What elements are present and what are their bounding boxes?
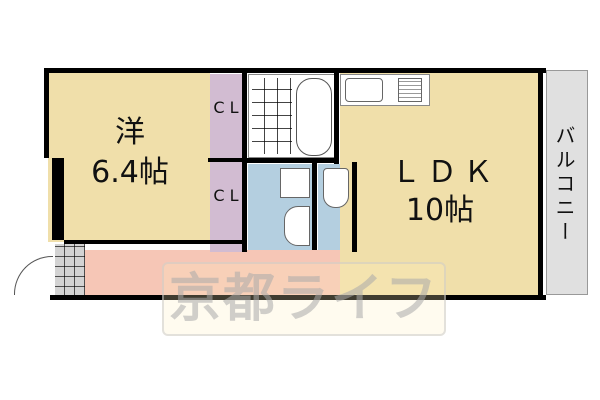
washing-machine-icon [280, 168, 310, 198]
shower-floor [252, 78, 292, 154]
entrance-genkan [55, 244, 85, 296]
wall-hall-top [64, 240, 244, 244]
sink-icon [345, 78, 383, 102]
washbasin-icon [284, 206, 310, 246]
entrance-door[interactable] [14, 256, 53, 295]
closet-upper [210, 74, 242, 158]
ldk-room [340, 70, 540, 295]
western-room-size: 6.4帖 [91, 155, 169, 190]
wall-cl-divider [208, 158, 244, 162]
western-room [48, 70, 210, 242]
wall-left-thick [52, 158, 64, 240]
wall-toilet-right [352, 162, 357, 252]
closet-lower-label: C L [213, 186, 239, 205]
ldk-size: 10帖 [405, 193, 475, 228]
closet-lower [210, 162, 242, 252]
wall-bottom [50, 295, 546, 300]
stove-icon [398, 78, 422, 102]
closet-upper-label: C L [213, 98, 239, 117]
western-room-name: 洋 [115, 115, 145, 150]
wall-right [538, 68, 543, 300]
wall-wash-toilet [312, 162, 317, 250]
toilet-icon [323, 168, 349, 208]
balcony [546, 70, 588, 295]
bathtub-icon [296, 78, 332, 156]
wall-left [44, 68, 49, 158]
ldk-name: ＬＤＫ [391, 155, 499, 190]
wall-wet-top [247, 158, 339, 163]
wall-top [44, 68, 546, 73]
watermark-logo: 京都ライフ [162, 262, 446, 336]
wall-cl-right [242, 68, 247, 252]
balcony-label: バルコニー [552, 125, 576, 245]
wall-bath-right [334, 68, 339, 164]
